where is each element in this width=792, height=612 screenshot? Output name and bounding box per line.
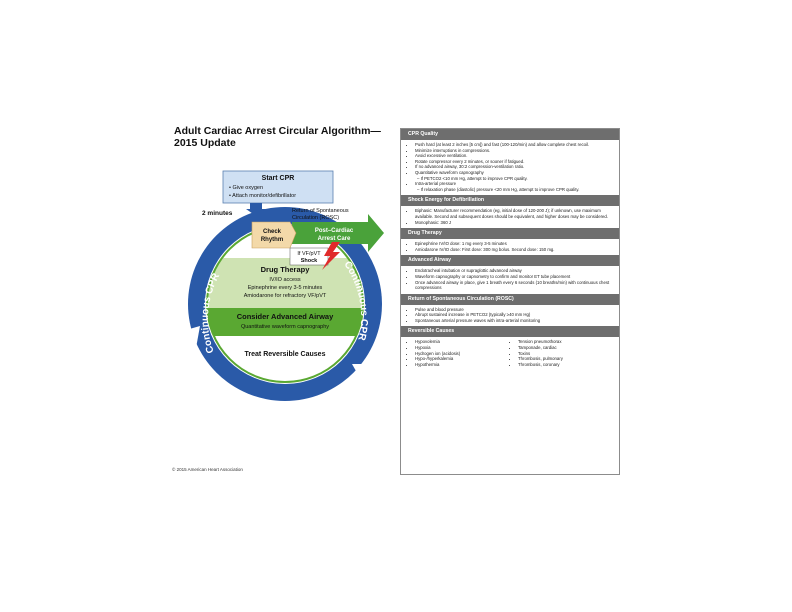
list-item: Endotracheal intubation or supraglottic …: [415, 268, 615, 274]
list-item: If no advanced airway, 30:2 compression-…: [415, 164, 615, 170]
post-arrest-line1: Post–Cardiac: [315, 228, 354, 234]
section-cpr-quality: Push hard (at least 2 inches [5 cm]) and…: [401, 140, 619, 195]
section-shock-energy: Biphasic: Manufacturer recommendation (e…: [401, 206, 619, 228]
ring-arrow-left: [186, 326, 200, 348]
section-advanced-airway: Endotracheal intubation or supraglottic …: [401, 266, 619, 293]
start-cpr-bullet-1: • Give oxygen: [229, 185, 263, 191]
lightning-bolt-icon: [322, 242, 340, 270]
section-header-rosc: Return of Spontaneous Circulation (ROSC): [401, 293, 619, 305]
drug-therapy-line1: IV/IO access: [269, 277, 300, 283]
two-minutes-label: 2 minutes: [202, 210, 233, 217]
copyright: © 2015 American Heart Association: [172, 467, 243, 472]
list-item: Hydrogen ion (acidosis): [415, 351, 512, 357]
list-item: Push hard (at least 2 inches [5 cm]) and…: [415, 142, 615, 148]
list-subitem: – If PETCO2 <10 mm Hg, attempt to improv…: [417, 175, 528, 181]
list-item: Thrombosis, coronary: [518, 362, 615, 368]
list-item: Pulse and blood pressure: [415, 307, 615, 313]
section-header-drug-therapy: Drug Therapy: [401, 228, 619, 240]
section-header-cpr-quality: CPR Quality: [401, 129, 619, 140]
drug-therapy-title: Drug Therapy: [261, 265, 311, 274]
shock-box: [289, 247, 329, 266]
list-item: Tension pneumothorax: [518, 339, 615, 345]
list-item: Abrupt sustained increase in PETCO2 (typ…: [415, 312, 615, 318]
check-rhythm-line2: Rhythm: [261, 237, 283, 243]
drug-therapy-line2: Epinephrine every 3-5 minutes: [248, 285, 323, 291]
check-rhythm-line1: Check: [263, 229, 282, 235]
shock-line2: Shock: [301, 258, 318, 264]
list-item: Epinephrine IV/IO dose: 1 mg every 3-5 m…: [415, 241, 615, 247]
section-header-advanced-airway: Advanced Airway: [401, 255, 619, 267]
list-item: Toxins: [518, 351, 615, 357]
start-down-arrow: [246, 203, 266, 216]
section-rosc: Pulse and blood pressure Abrupt sustaine…: [401, 305, 619, 327]
airway-title: Consider Advanced Airway: [237, 312, 334, 321]
reversible-causes-label: Treat Reversible Causes: [245, 351, 326, 358]
rosc-label-line2: Circulation (ROSC): [292, 215, 339, 221]
post-arrest-arrow: [292, 214, 384, 252]
list-subitem: – If relaxation phase (diastolic) pressu…: [417, 186, 580, 192]
ring-arrow-bottom-right: [352, 364, 374, 378]
list-item: Once advanced airway in place, give 1 br…: [415, 280, 615, 291]
drug-therapy-line3: Amiodarone for refractory VF/pVT: [244, 293, 327, 299]
start-cpr-title: Start CPR: [262, 175, 295, 182]
list-item: Hypoxia: [415, 345, 512, 351]
reversible-causes-col1: Hypovolemia Hypoxia Hydrogen ion (acidos…: [409, 339, 512, 367]
reversible-causes-col2: Tension pneumothorax Tamponade, cardiac …: [512, 339, 615, 367]
airway-line1: Quantitative waveform capnography: [241, 324, 329, 330]
circular-algorithm-diagram: Continuous CPR Continuous CPR Monitor CP…: [186, 170, 384, 420]
post-arrest-line2: Arrest Care: [318, 236, 351, 242]
section-header-shock-energy: Shock Energy for Defibrillation: [401, 195, 619, 207]
list-item: Hypovolemia: [415, 339, 512, 345]
info-panel: CPR Quality Push hard (at least 2 inches…: [400, 128, 620, 475]
section-drug-therapy: Epinephrine IV/IO dose: 1 mg every 3-5 m…: [401, 239, 619, 255]
section-header-reversible-causes: Reversible Causes: [401, 326, 619, 338]
list-item: Hypothermia: [415, 362, 512, 368]
list-item: Minimize interruptions in compressions.: [415, 148, 615, 154]
list-item: Rotate compressor every 2 minutes, or so…: [415, 159, 615, 165]
list-item: Waveform capnography or capnometry to co…: [415, 274, 615, 280]
start-cpr-bullet-2: • Attach monitor/defibrillator: [229, 193, 296, 199]
page-subtitle: 2015 Update: [174, 137, 236, 149]
list-item: Tamponade, cardiac: [518, 345, 615, 351]
list-item: Quantitative waveform capnography: [415, 170, 615, 176]
list-item: Intra-arterial pressure: [415, 181, 615, 187]
shock-line1: If VF/pVT: [297, 251, 321, 257]
check-rhythm-box: [251, 221, 297, 249]
list-item: Biphasic: Manufacturer recommendation (e…: [415, 208, 615, 219]
start-cpr-box: [222, 170, 334, 204]
rosc-label-line1: Return of Spontaneous: [292, 208, 349, 214]
list-item: Hypo-/hyperkalemia: [415, 356, 512, 362]
list-item: Avoid excessive ventilation.: [415, 153, 615, 159]
list-item: Monophasic: 360 J: [415, 220, 615, 226]
list-item: Amiodarone IV/IO dose: First dose: 300 m…: [415, 247, 615, 253]
page-title: Adult Cardiac Arrest Circular Algorithm—: [174, 125, 381, 137]
section-reversible-causes: Hypovolemia Hypoxia Hydrogen ion (acidos…: [401, 337, 619, 370]
list-item: Thrombosis, pulmonary: [518, 356, 615, 362]
list-item: Spontaneous arterial pressure waves with…: [415, 318, 615, 324]
